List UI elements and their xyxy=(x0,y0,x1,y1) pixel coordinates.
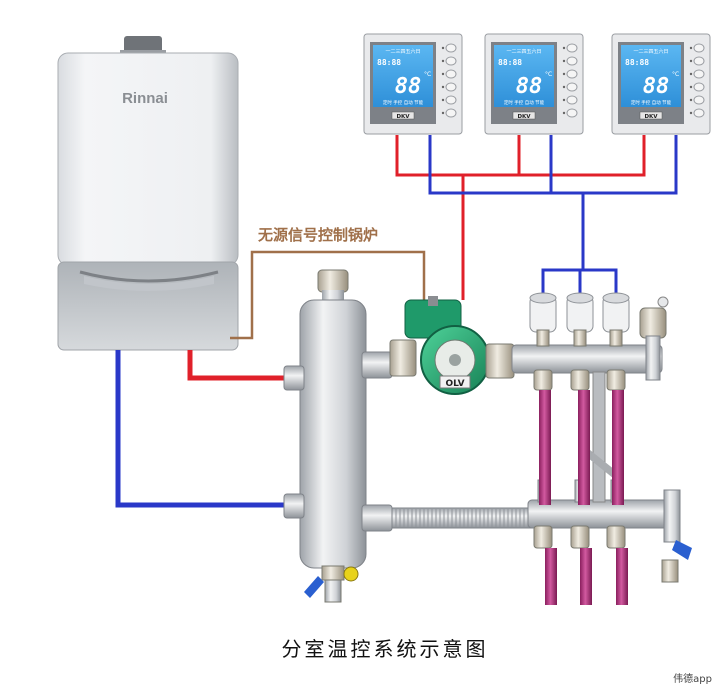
thermostat-button[interactable] xyxy=(445,95,457,105)
thermostat-screen xyxy=(373,45,433,107)
manifold-drain-handle xyxy=(672,540,692,560)
weekday-row: 一二三四五六日 xyxy=(385,48,420,55)
thermostat-screen xyxy=(494,45,554,107)
return-hose xyxy=(391,507,533,529)
hydraulic-separator xyxy=(283,269,393,603)
drain-valve-handle xyxy=(304,576,324,598)
thermostat-button[interactable] xyxy=(445,43,457,53)
return-pipe-boiler xyxy=(115,350,290,508)
floor-loop-group xyxy=(539,390,628,605)
thermostat-button[interactable] xyxy=(693,56,705,66)
floor-loop-pipe xyxy=(580,548,592,605)
boiler: Rinnai xyxy=(57,36,239,351)
thermostat-button[interactable] xyxy=(693,43,705,53)
supply-pipe-boiler xyxy=(187,350,290,381)
diagram-caption: 分室温控系统示意图 xyxy=(282,637,489,661)
weekday-row: 一二三四五六日 xyxy=(506,48,541,55)
floor-loop-pipe xyxy=(578,390,590,505)
thermostat-button[interactable] xyxy=(693,82,705,92)
mode-row: 定时 手控 自动 节能 xyxy=(383,99,424,106)
thermostat-button[interactable] xyxy=(693,69,705,79)
temperature-readout: 88 xyxy=(516,74,543,99)
temperature-readout: 88 xyxy=(643,74,670,99)
temperature-readout: 88 xyxy=(395,74,422,99)
return-manifold xyxy=(527,489,692,583)
mode-row: 定时 手控 自动 节能 xyxy=(504,99,545,106)
thermostat-button[interactable] xyxy=(566,69,578,79)
thermostat-wiring xyxy=(395,135,678,300)
thermostat-2: 一二三四五六日 88:88 88°C 定时 手控 自动 节能 DKV xyxy=(484,33,584,135)
boiler-body xyxy=(57,52,239,266)
floor-loop-pipe xyxy=(545,548,557,605)
thermostat-button[interactable] xyxy=(445,108,457,118)
thermostat-button[interactable] xyxy=(693,108,705,118)
mode-row: 定时 手控 自动 节能 xyxy=(631,99,672,106)
thermostat-button[interactable] xyxy=(445,69,457,79)
boiler-brand-logo: Rinnai xyxy=(122,90,168,107)
thermostat-badge: DKV xyxy=(517,114,531,120)
floor-loop-pipe xyxy=(616,548,628,605)
clock-readout: 88:88 xyxy=(625,58,649,67)
thermostat-button[interactable] xyxy=(566,82,578,92)
thermostat-button[interactable] xyxy=(445,56,457,66)
thermostat-button[interactable] xyxy=(566,95,578,105)
thermostat-button[interactable] xyxy=(566,108,578,118)
supply-manifold xyxy=(511,296,669,381)
thermostat-screen xyxy=(621,45,681,107)
thermostat-button[interactable] xyxy=(566,56,578,66)
thermostat-badge: DKV xyxy=(644,114,658,120)
circulation-pump: OLV xyxy=(389,296,515,395)
floor-loop-pipe xyxy=(612,390,624,505)
floor-loop-pipe xyxy=(539,390,551,505)
clock-readout: 88:88 xyxy=(498,58,522,67)
thermostat-badge: DKV xyxy=(396,114,410,120)
thermostat-1: 一二三四五六日 88:88 88°C 定时 手控 自动 节能 DKV xyxy=(363,33,463,135)
watermark: 伟德app xyxy=(673,672,712,685)
signal-label: 无源信号控制锅炉 xyxy=(257,226,378,244)
boiler-pipes xyxy=(115,250,426,508)
clock-readout: 88:88 xyxy=(377,58,401,67)
temperature-unit: °C xyxy=(424,71,431,78)
signal-wire-boiler xyxy=(230,250,426,340)
separator-body xyxy=(299,299,367,569)
pump-brand: OLV xyxy=(445,379,464,389)
thermostat-button[interactable] xyxy=(693,95,705,105)
weekday-row: 一二三四五六日 xyxy=(633,48,668,55)
thermostat-3: 一二三四五六日 88:88 88°C 定时 手控 自动 节能 DKV xyxy=(611,33,711,135)
thermostat-button[interactable] xyxy=(445,82,457,92)
thermostat-button[interactable] xyxy=(566,43,578,53)
temperature-unit: °C xyxy=(545,71,552,78)
temperature-unit: °C xyxy=(672,71,679,78)
